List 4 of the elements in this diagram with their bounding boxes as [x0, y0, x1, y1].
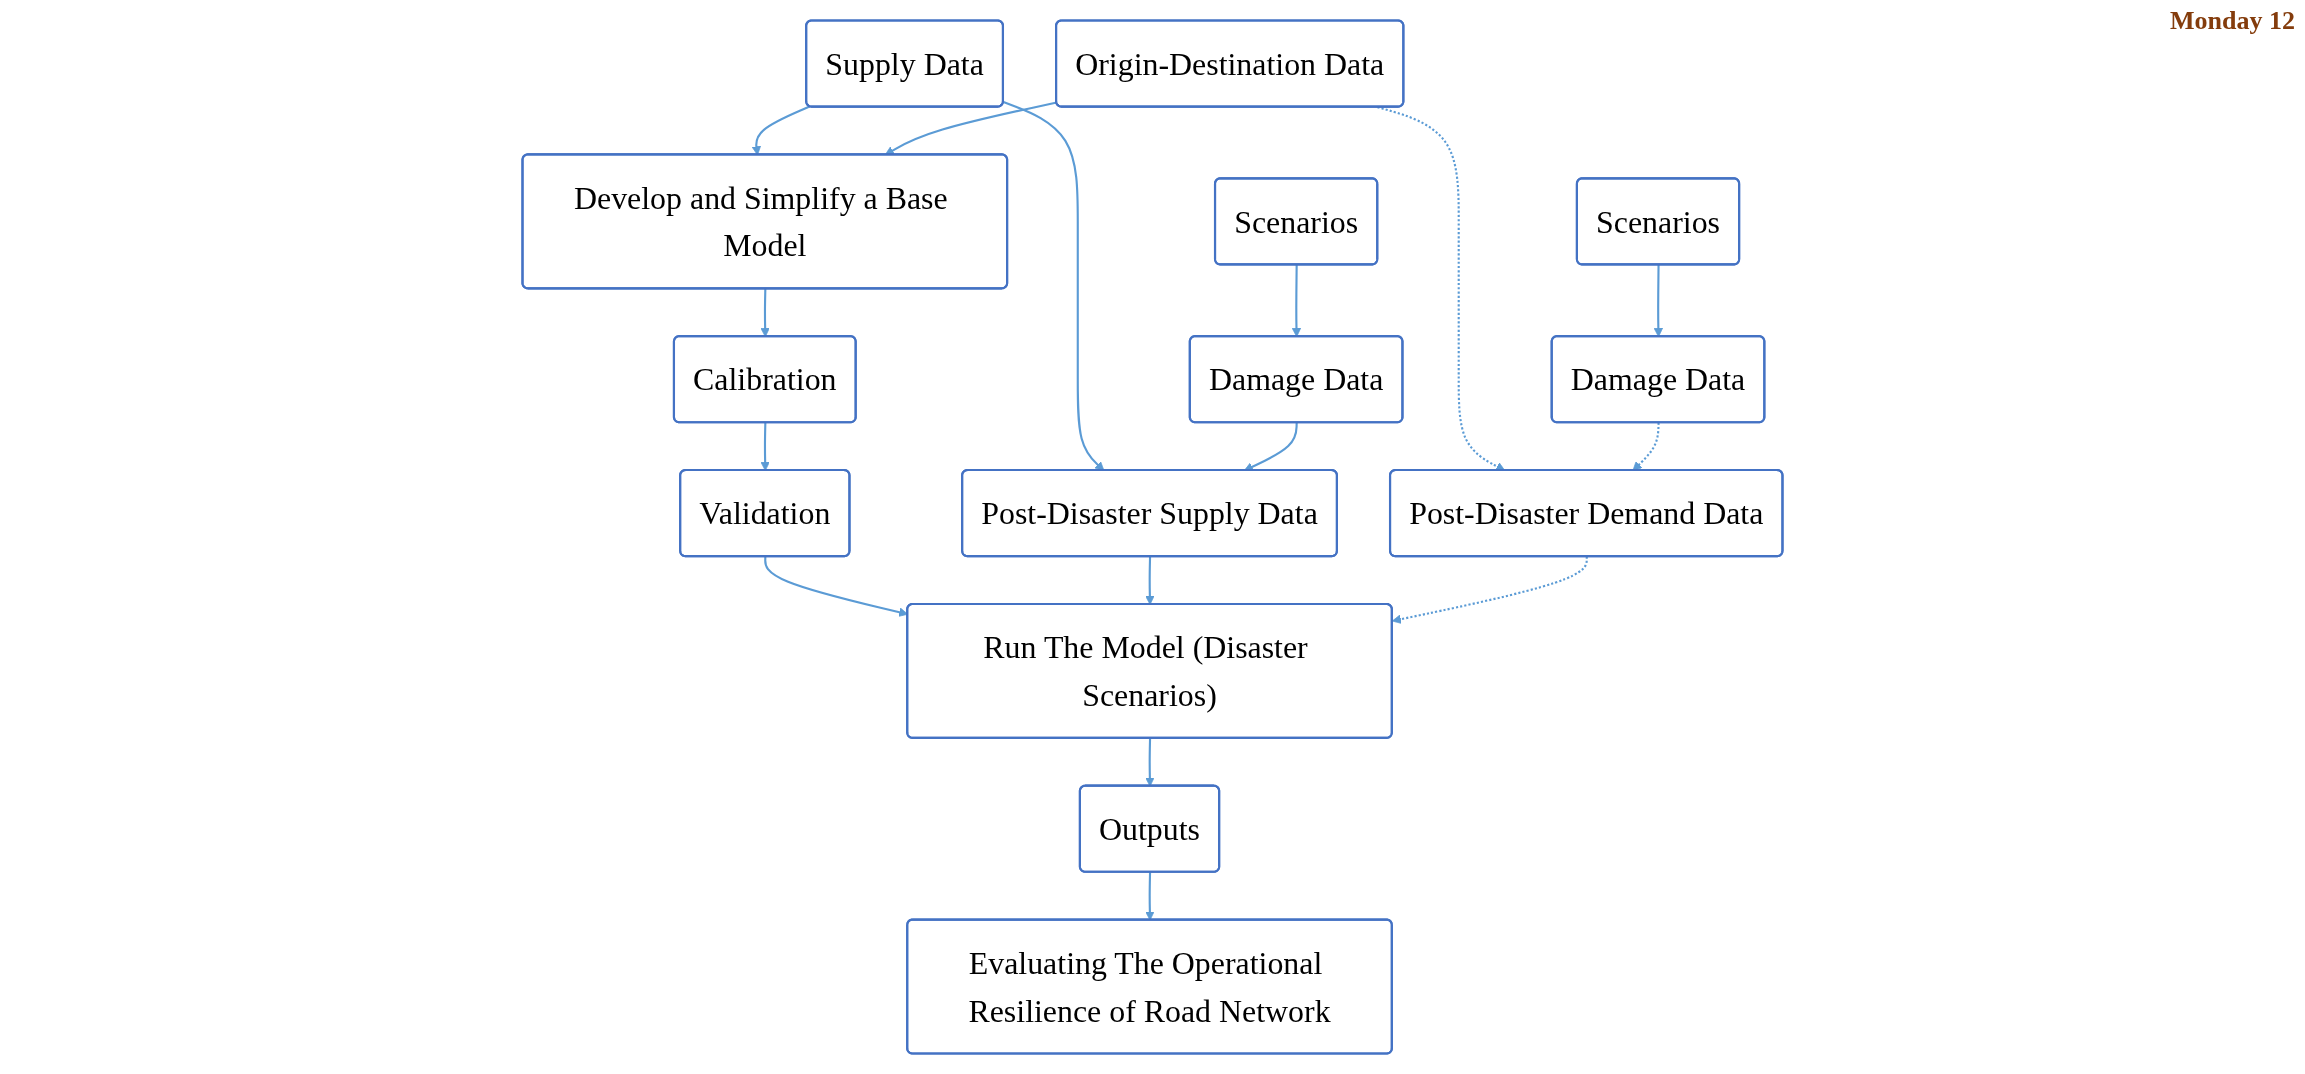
- arrow: [1003, 101, 1105, 471]
- date-text: Monday 12: [2170, 6, 2295, 36]
- arrow: [764, 556, 909, 617]
- arrow: [760, 422, 770, 471]
